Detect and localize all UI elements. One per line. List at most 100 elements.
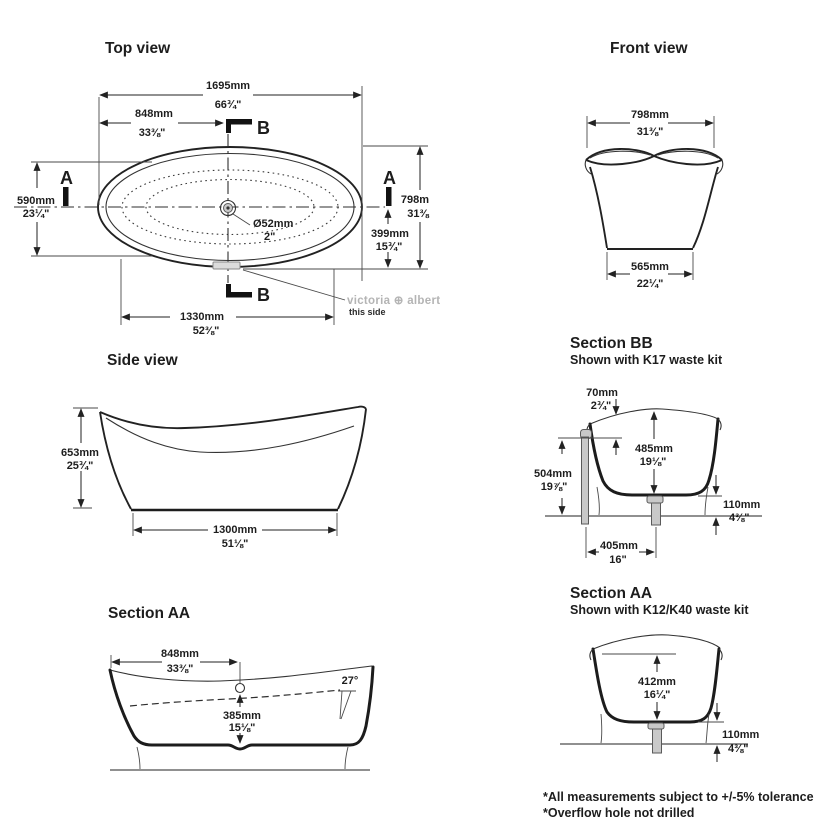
dim-plinth-mm: 110mm [723, 499, 761, 511]
overflow-standpipe [581, 436, 589, 525]
dim-aa-half-mm: 848mm [161, 648, 199, 660]
footnote-overflow: *Overflow hole not drilled [543, 806, 694, 820]
rim-tip-curl [716, 159, 724, 175]
marker-a-label: A [60, 168, 73, 188]
section-aa-long: Section AA 848mm 33⅜" 385mm 15⅛" 27° [108, 605, 375, 771]
dim-width-mm: 590mm [17, 195, 55, 207]
dim-height-mm: 504mm [534, 468, 572, 480]
dim-rim-height: 70mm 2¾" [558, 387, 622, 455]
dim-offset-in: 15¾" [376, 241, 403, 253]
dim-height-in: 19⅞" [541, 481, 568, 493]
dim-width: 590mm 23¼" [17, 161, 152, 257]
dim-length: 1695mm 66¾" [98, 80, 363, 281]
dim-depth-in: 19⅛" [640, 456, 667, 468]
section-marker-b-top: B [226, 118, 270, 138]
rim-inner-edge [105, 417, 355, 453]
left-side [99, 411, 132, 510]
far-rim-arc [592, 634, 721, 650]
dim-rim-mm: 70mm [586, 387, 618, 399]
dim-aa2-plinth-in: 4⅜" [728, 743, 749, 755]
dim-front-width: 798mm 31⅜" [586, 109, 715, 148]
dim-depth-mm: 485mm [635, 443, 673, 455]
dim-aa2-depth-mm: 412mm [638, 676, 676, 688]
outer-shell-right [704, 486, 709, 516]
dim-length-in: 66¾" [215, 99, 242, 111]
foot-right [344, 746, 349, 770]
side-view: Side view 653mm 25¾" 1300mm 51⅛" [61, 352, 367, 550]
dim-aa-half-in: 33⅜" [167, 663, 194, 675]
dim-inner-depth: 485mm 19⅛" [635, 411, 673, 494]
dim-half-length: 848mm 33⅜" [99, 108, 224, 139]
rim-lip-right [717, 418, 722, 431]
side-view-title: Side view [107, 352, 179, 369]
outer-shell-right [705, 713, 710, 744]
front-view: Front view 798mm 31⅜" 565mm [584, 40, 724, 290]
top-view-title: Top view [105, 40, 171, 57]
section-aa-waste: Section AA Shown with K12/K40 waste kit … [560, 585, 760, 762]
waste-pipe [652, 728, 662, 754]
rim-lip-right [718, 648, 723, 661]
dim-height-mm: 798m [401, 194, 429, 206]
footnote-tolerance: *All measurements subject to +/-5% toler… [543, 790, 814, 804]
marker-b-stub [226, 284, 231, 298]
section-bb-subtitle: Shown with K17 waste kit [570, 353, 723, 367]
dim-aa-depth-mm: 385mm [223, 710, 261, 722]
marker-b-bar [226, 292, 252, 298]
dim-aa2-depth-in: 16¼" [644, 689, 671, 701]
outer-shell-left [600, 713, 603, 744]
dim-side-base: 1300mm 51⅛" [132, 513, 338, 550]
section-marker-a-right: A [383, 168, 396, 206]
dim-height-in: 31⅜ [407, 208, 429, 220]
dim-outer-height: 504mm 19⅞" [534, 440, 572, 515]
dim-aa-half: 848mm 33⅜" [110, 648, 241, 683]
dim-front-base-mm: 565mm [631, 261, 669, 273]
front-body-right [692, 166, 719, 249]
dim-side-base-mm: 1300mm [213, 524, 257, 536]
section-walls [591, 647, 721, 724]
front-view-title: Front view [610, 40, 688, 57]
dim-front-base-in: 22¼" [637, 278, 664, 290]
section-bb-title: Section BB [570, 335, 653, 352]
far-rim-profile [109, 665, 373, 682]
marker-b-bar [226, 119, 252, 125]
dim-half-in: 33⅜" [139, 127, 166, 139]
rim-inner-line [657, 150, 719, 159]
near-rim-hidden-line [129, 689, 341, 707]
dim-drain-in: 2" [264, 231, 275, 243]
drain-center [226, 206, 230, 210]
angle-callout: 27° [338, 675, 359, 720]
waste-flange [647, 722, 665, 730]
dim-half-mm: 848mm [135, 108, 173, 120]
dim-rim-in: 2¾" [591, 400, 612, 412]
side-profile [99, 405, 367, 512]
brand-logo-text: victoria ⊕ albert [347, 295, 440, 307]
dim-plinth-height: 110mm 4⅜" [698, 475, 761, 535]
outer-shell-left [596, 486, 600, 516]
dim-waste-in: 16" [609, 554, 626, 566]
section-aa-title: Section AA [108, 605, 190, 622]
dim-aa-depth-in: 15⅛" [229, 722, 256, 734]
drain-outer-ring [219, 199, 237, 217]
section-walls [588, 417, 720, 497]
dim-side-height: 653mm 25¾" [61, 407, 99, 509]
drain-leader-line [232, 213, 251, 226]
overflow-position-marker [212, 261, 241, 270]
rim-top-edge [99, 405, 367, 430]
dim-offset-mm: 399mm [371, 228, 409, 240]
section-aa2-subtitle: Shown with K12/K40 waste kit [570, 603, 749, 617]
waste-flange [646, 495, 664, 504]
dim-width-in: 23¼" [23, 208, 50, 220]
dim-base: 1330mm 52⅜" [120, 259, 335, 337]
section-aa2-title: Section AA [570, 585, 652, 602]
marker-b-stub [226, 119, 231, 133]
top-view: Top view Ø52mm 2" 1695mm 66¾" [14, 40, 440, 337]
dim-aa2-depth: 412mm 16¼" [602, 653, 676, 720]
far-rim-arc [589, 408, 719, 425]
dim-drain-mm: Ø52mm [253, 218, 294, 230]
rim-tip-curl [584, 159, 592, 175]
angle-label: 27° [342, 675, 359, 687]
dim-height-right: 798m 31⅜ [243, 145, 430, 270]
marker-a-bar [63, 187, 69, 206]
marker-a-label: A [383, 168, 396, 188]
brand-this-side-label: this side [349, 307, 386, 317]
